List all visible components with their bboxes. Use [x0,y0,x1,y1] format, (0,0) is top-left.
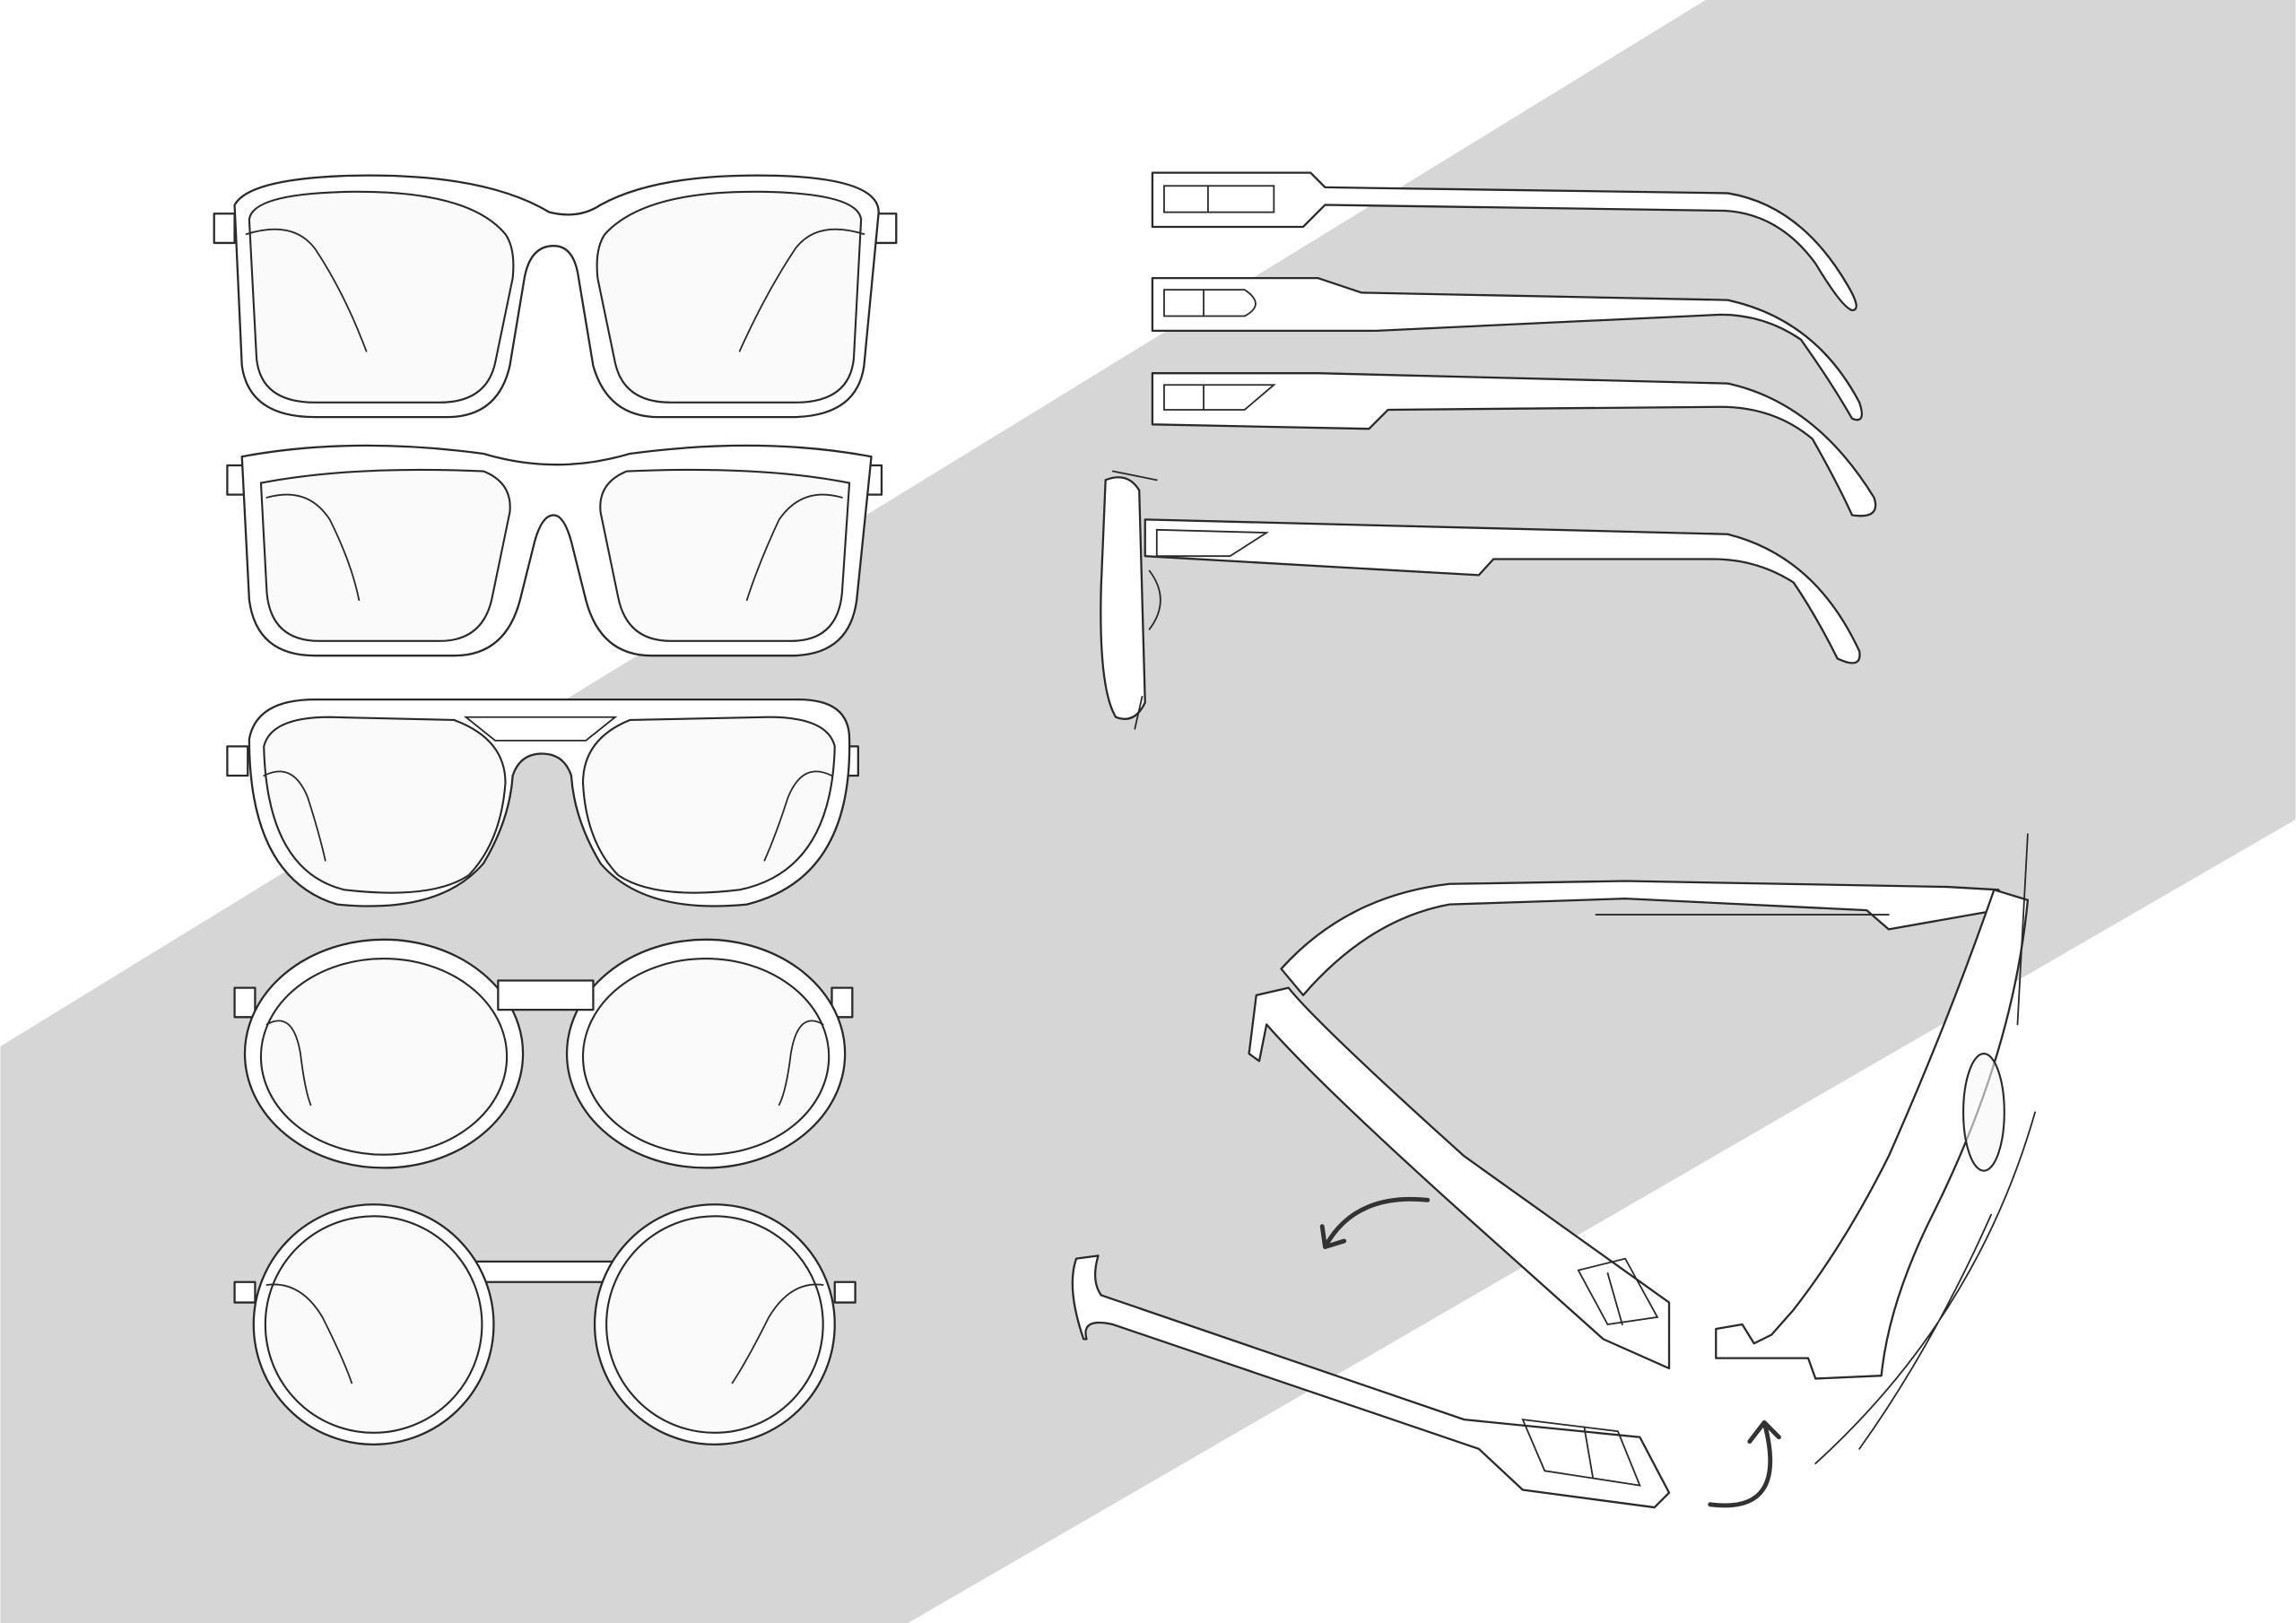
temple-side-view-3 [1151,372,1877,517]
rotate-arrow-icon [1708,1419,1781,1508]
front-view-round [233,1203,857,1446]
front-view-wayfarer [226,444,883,657]
rotate-arrow-icon [1319,1196,1431,1249]
temple-side-view-2 [1151,276,1864,421]
temple-side-view-4-with-front [1100,470,1861,730]
front-view-panto [233,938,854,1169]
perspective-folding-glasses [1071,833,2036,1509]
front-view-square [213,174,898,419]
front-view-aviator [226,699,859,907]
temple-side-view-1 [1151,171,1857,312]
